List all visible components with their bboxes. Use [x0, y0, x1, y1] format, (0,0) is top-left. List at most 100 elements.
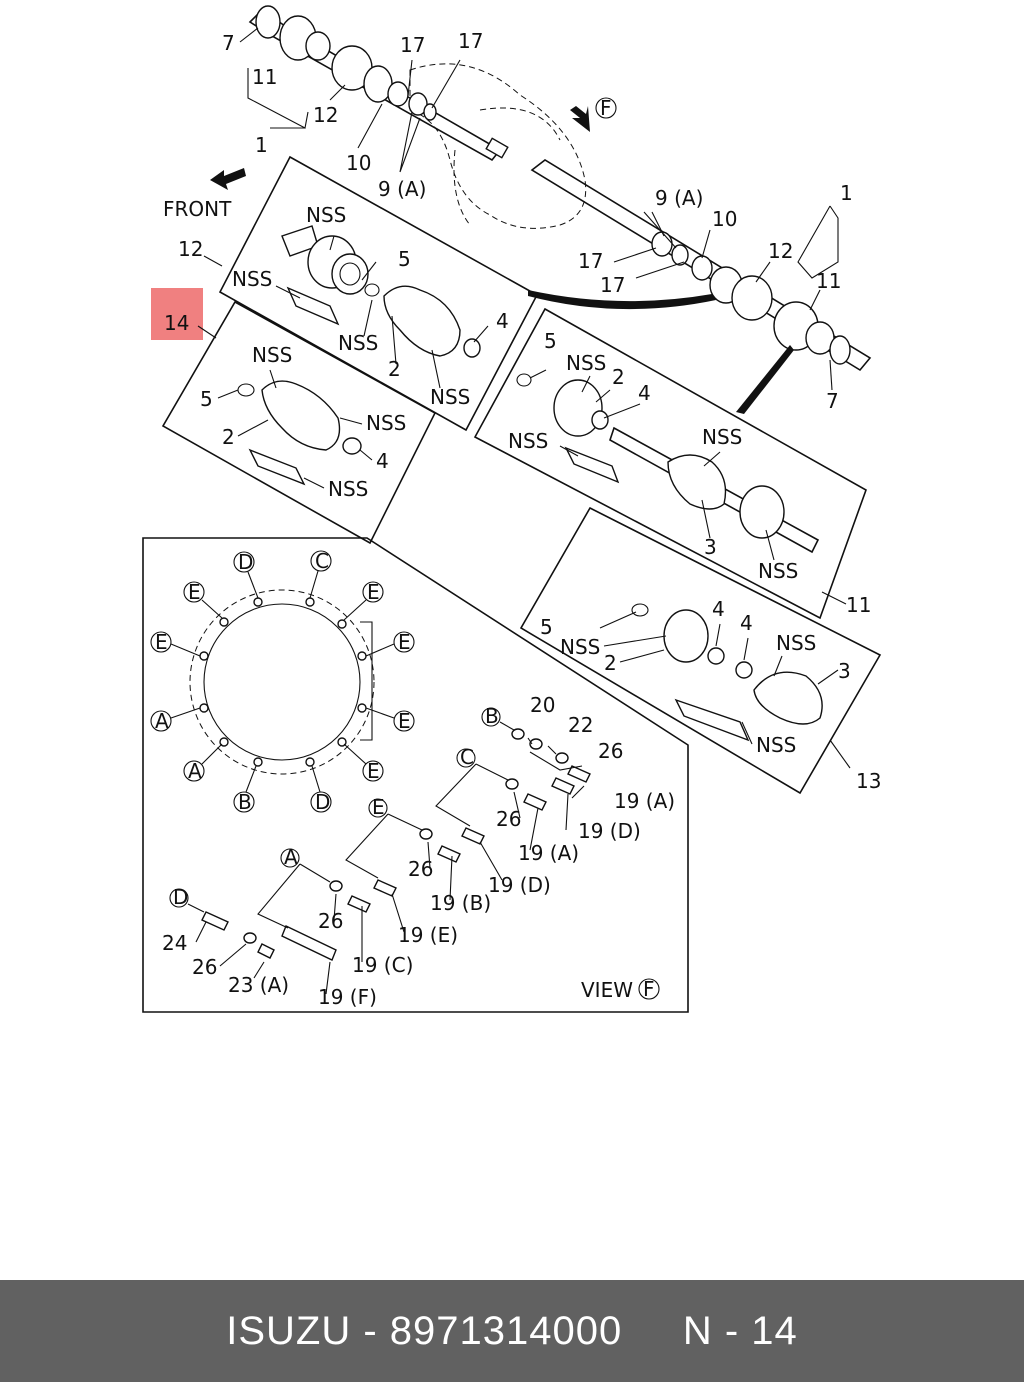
box12-nss-2: NSS: [232, 267, 272, 291]
box11-3: 3: [704, 535, 717, 559]
box11-nss-3: NSS: [508, 429, 548, 453]
box13-4a: 4: [712, 597, 725, 621]
box14-nss-3: NSS: [328, 477, 368, 501]
highlight-14-label: 14: [164, 311, 189, 335]
box14-5: 5: [200, 387, 213, 411]
box12-4: 4: [496, 309, 509, 333]
callout-13-box: 13: [856, 769, 881, 793]
callout-11-top: 11: [252, 65, 277, 89]
callout-10-top: 10: [346, 151, 371, 175]
callout-12-right: 12: [768, 239, 793, 263]
ring-letter-d1: D: [238, 550, 253, 574]
callout-10-mid: 10: [712, 207, 737, 231]
group-letter-a: A: [284, 845, 298, 869]
view-24: 24: [162, 931, 187, 955]
callout-7-top: 7: [222, 31, 235, 55]
box11-5: 5: [544, 329, 557, 353]
view-19d-2: 19 (D): [488, 873, 551, 897]
box13-4b: 4: [740, 611, 753, 635]
box13-nss-1: NSS: [560, 635, 600, 659]
front-label: FRONT: [163, 197, 232, 221]
box11-nss-1: NSS: [566, 351, 606, 375]
view-19f: 19 (F): [318, 985, 377, 1009]
box14-2: 2: [222, 425, 235, 449]
footer-brand: ISUZU: [226, 1308, 352, 1353]
ring-letter-a1: A: [155, 709, 169, 733]
kit-box-12: [203, 155, 539, 432]
view-label: VIEW: [581, 978, 633, 1002]
box11-4: 4: [638, 381, 651, 405]
box13-3: 3: [838, 659, 851, 683]
group-letter-c: C: [460, 745, 474, 769]
view-26a: 26: [598, 739, 623, 763]
callout-9a-top: 9 (A): [378, 177, 426, 201]
callout-1-top: 1: [255, 133, 268, 157]
box14-nss-2: NSS: [366, 411, 406, 435]
view-23a: 23 (A): [228, 973, 289, 997]
box12-nss-3: NSS: [338, 331, 378, 355]
view-26d: 26: [318, 909, 343, 933]
callout-17-d: 17: [600, 273, 625, 297]
footer-separator: -: [351, 1308, 390, 1353]
box14-4: 4: [376, 449, 389, 473]
view-19a-1: 19 (A): [614, 789, 675, 813]
ring-letter-e1: E: [188, 580, 201, 604]
ring-letter-e6: E: [367, 759, 380, 783]
callout-17-b: 17: [458, 29, 483, 53]
callout-17-a: 17: [400, 33, 425, 57]
box13-nss-2: NSS: [776, 631, 816, 655]
view-19b: 19 (B): [430, 891, 491, 915]
footer-banner: ISUZU - 8971314000 N - 14: [0, 1280, 1024, 1382]
parts-diagram: FRONT F 7 11 1 12 17 17 10 9 (A) 9 (A) 1…: [142, 5, 882, 1013]
ring-letter-c1: C: [315, 549, 329, 573]
box12-2: 2: [388, 357, 401, 381]
ring-letter-e4: E: [398, 630, 411, 654]
callout-12-box: 12: [178, 237, 203, 261]
view-19e: 19 (E): [398, 923, 458, 947]
view-f-box: [142, 537, 689, 1013]
box13-2: 2: [604, 651, 617, 675]
kit-box-14: [151, 288, 437, 545]
box13-5: 5: [540, 615, 553, 639]
view-22: 22: [568, 713, 593, 737]
kit-box-13: [519, 506, 882, 795]
ring-bolt-holes: [199, 597, 367, 767]
view-26e: 26: [192, 955, 217, 979]
box12-nss-4: NSS: [430, 385, 470, 409]
callout-17-c: 17: [578, 249, 603, 273]
leader-lines-top: [239, 27, 839, 391]
f-circle-letter: F: [600, 96, 612, 120]
view-letter: F: [643, 977, 655, 1001]
view-19d-1: 19 (D): [578, 819, 641, 843]
footer-gap: [622, 1309, 683, 1354]
view-f-arrow-icon: [570, 97, 617, 132]
box14-nss-1: NSS: [252, 343, 292, 367]
ring-letter-circles: [150, 550, 415, 813]
callout-12-top: 12: [313, 103, 338, 127]
callout-11-box: 11: [846, 593, 871, 617]
ring-letter-e2: E: [367, 580, 380, 604]
footer-part-number: 8971314000: [389, 1308, 623, 1353]
callout-7-right: 7: [826, 389, 839, 413]
box12-5: 5: [398, 247, 411, 271]
callout-9a-mid: 9 (A): [655, 186, 703, 210]
group-letter-e: E: [372, 795, 385, 819]
callout-11-right: 11: [816, 269, 841, 293]
fastener-parts: [169, 707, 591, 961]
ring-letter-e5: E: [398, 709, 411, 733]
ring-letter-a2: A: [188, 759, 202, 783]
box13-nss-3: NSS: [756, 733, 796, 757]
footer-reference: N - 14: [682, 1308, 798, 1353]
group-letter-b: B: [485, 704, 499, 728]
highlight-marker: [151, 288, 203, 340]
view-20: 20: [530, 693, 555, 717]
view-19a-2: 19 (A): [518, 841, 579, 865]
box11-2: 2: [612, 365, 625, 389]
ring-letter-d2: D: [315, 790, 330, 814]
callout-1-right: 1: [840, 181, 853, 205]
ring-letter-e3: E: [155, 630, 168, 654]
box11-nss-4: NSS: [758, 559, 798, 583]
drive-shaft-assembly: [248, 5, 872, 414]
box12-nss-1: NSS: [306, 203, 346, 227]
ring-letter-b1: B: [238, 790, 252, 814]
